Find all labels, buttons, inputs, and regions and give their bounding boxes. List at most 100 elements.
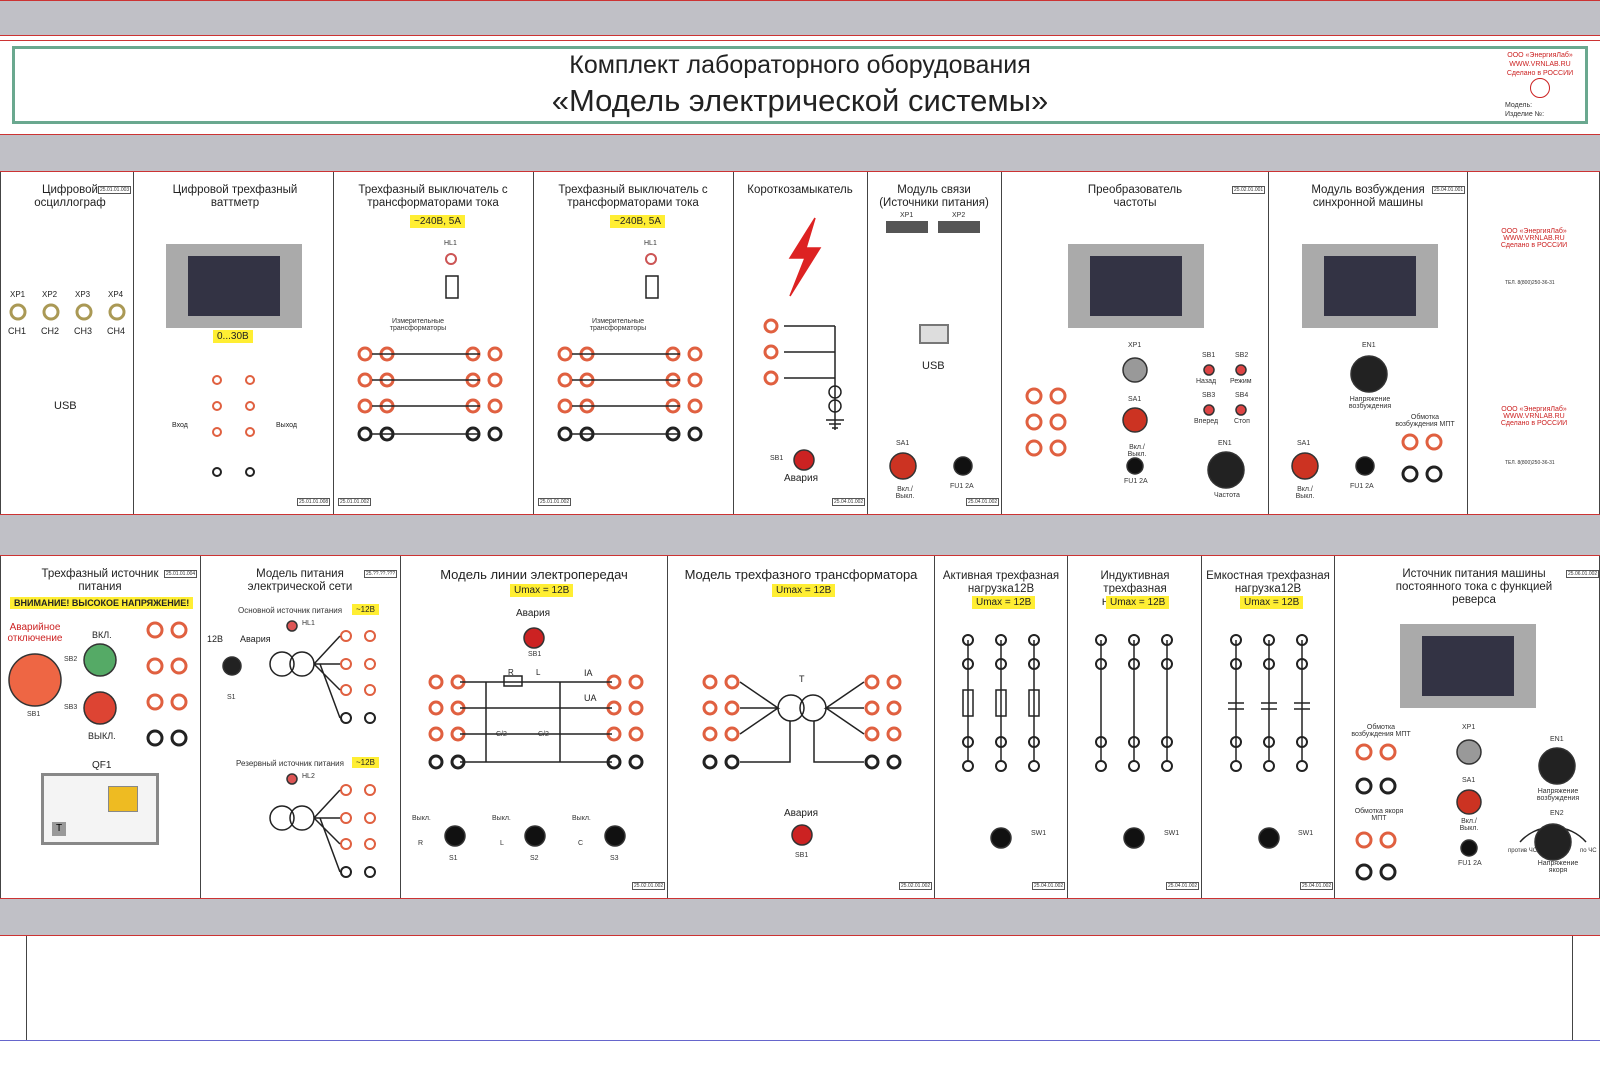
dc-jack[interactable] [1379, 863, 1397, 881]
dc-jack[interactable] [1355, 831, 1373, 849]
dc-fuse[interactable] [1460, 839, 1478, 857]
sw-jack[interactable] [665, 372, 681, 388]
load-jack[interactable] [1128, 658, 1140, 670]
link-xp2-connector[interactable] [938, 221, 980, 233]
freq-sb3[interactable] [1203, 404, 1215, 416]
trans-jack[interactable] [864, 726, 880, 742]
hl1-lamp[interactable] [445, 253, 457, 265]
freq-sa1-switch[interactable] [1122, 407, 1148, 433]
grid-jack[interactable] [340, 866, 352, 878]
grid-jack[interactable] [364, 630, 376, 642]
bnc-ch4[interactable] [108, 303, 126, 321]
sw-jack[interactable] [557, 398, 573, 414]
load-jack[interactable] [1230, 658, 1242, 670]
sw-jack[interactable] [665, 398, 681, 414]
sw-jack[interactable] [557, 372, 573, 388]
trans-jack[interactable] [886, 674, 902, 690]
trans-jack[interactable] [702, 700, 718, 716]
line-s3-switch[interactable] [604, 825, 626, 847]
sw-jack[interactable] [579, 398, 595, 414]
sw-jack[interactable] [465, 398, 481, 414]
trans-jack[interactable] [724, 754, 740, 770]
trans-jack[interactable] [702, 754, 718, 770]
grid-jack[interactable] [340, 630, 352, 642]
load-jack[interactable] [1263, 658, 1275, 670]
sw-jack[interactable] [465, 426, 481, 442]
load-jack[interactable] [995, 760, 1007, 772]
line-s2-switch[interactable] [524, 825, 546, 847]
dc-xp1-connector[interactable] [1456, 739, 1482, 765]
load-jack[interactable] [1128, 736, 1140, 748]
load-jack[interactable] [1028, 760, 1040, 772]
grid-jack[interactable] [340, 684, 352, 696]
watt-out-1[interactable] [245, 401, 255, 411]
load-jack[interactable] [1128, 760, 1140, 772]
load-jack[interactable] [1296, 760, 1308, 772]
freq-fuse[interactable] [1126, 457, 1144, 475]
sw-jack[interactable] [579, 346, 595, 362]
line-jack[interactable] [606, 700, 622, 716]
load-jack[interactable] [962, 760, 974, 772]
watt-out-3[interactable] [245, 467, 255, 477]
trans-jack[interactable] [886, 726, 902, 742]
load-jack[interactable] [995, 658, 1007, 670]
kz-sb1-button[interactable] [793, 449, 815, 471]
dc-en2-knob[interactable] [1534, 823, 1572, 861]
freq-jack[interactable] [1049, 387, 1067, 405]
trans-jack[interactable] [864, 700, 880, 716]
load-jack[interactable] [1161, 634, 1173, 646]
exc-fuse[interactable] [1355, 456, 1375, 476]
kz-jack[interactable] [763, 318, 779, 334]
line-jack[interactable] [428, 700, 444, 716]
load-jack[interactable] [1263, 760, 1275, 772]
line-jack[interactable] [450, 726, 466, 742]
exc-sa1-switch[interactable] [1291, 452, 1319, 480]
link-xp1-connector[interactable] [886, 221, 928, 233]
sw-jack[interactable] [487, 372, 503, 388]
psu-off-button[interactable] [83, 691, 117, 725]
sw-jack[interactable] [557, 426, 573, 442]
load-jack[interactable] [1095, 634, 1107, 646]
load-jack[interactable] [995, 634, 1007, 646]
line-jack[interactable] [628, 674, 644, 690]
load-jack[interactable] [1296, 634, 1308, 646]
load-jack[interactable] [1230, 634, 1242, 646]
watt-in-2[interactable] [212, 427, 222, 437]
grid-jack[interactable] [340, 838, 352, 850]
load-jack[interactable] [1095, 736, 1107, 748]
sw-jack[interactable] [487, 398, 503, 414]
hl1-lamp[interactable] [645, 253, 657, 265]
sw-jack[interactable] [579, 372, 595, 388]
line-jack[interactable] [628, 754, 644, 770]
psu-jack[interactable] [146, 693, 164, 711]
sw-jack[interactable] [379, 398, 395, 414]
load-jack[interactable] [1028, 658, 1040, 670]
line-jack[interactable] [450, 674, 466, 690]
load-jack[interactable] [1028, 634, 1040, 646]
line-s1-switch[interactable] [444, 825, 466, 847]
load-jack[interactable] [1128, 634, 1140, 646]
sw-jack[interactable] [357, 398, 373, 414]
line-jack[interactable] [628, 700, 644, 716]
load-jack[interactable] [1161, 760, 1173, 772]
grid-jack[interactable] [364, 684, 376, 696]
freq-jack[interactable] [1025, 413, 1043, 431]
psu-jack[interactable] [170, 621, 188, 639]
trans-jack[interactable] [886, 754, 902, 770]
grid-hl2[interactable] [286, 773, 298, 785]
dc-jack[interactable] [1379, 777, 1397, 795]
dc-jack[interactable] [1355, 743, 1373, 761]
sw-jack[interactable] [687, 426, 703, 442]
load-jack[interactable] [1296, 736, 1308, 748]
dc-jack[interactable] [1379, 831, 1397, 849]
trans-jack[interactable] [864, 674, 880, 690]
line-jack[interactable] [428, 726, 444, 742]
load-jack[interactable] [1296, 658, 1308, 670]
psu-jack[interactable] [146, 621, 164, 639]
qf1-test-button[interactable]: T [52, 822, 66, 836]
grid-jack[interactable] [364, 838, 376, 850]
sw-jack[interactable] [379, 426, 395, 442]
grid-jack[interactable] [364, 712, 376, 724]
load-jack[interactable] [995, 736, 1007, 748]
watt-out-2[interactable] [245, 427, 255, 437]
